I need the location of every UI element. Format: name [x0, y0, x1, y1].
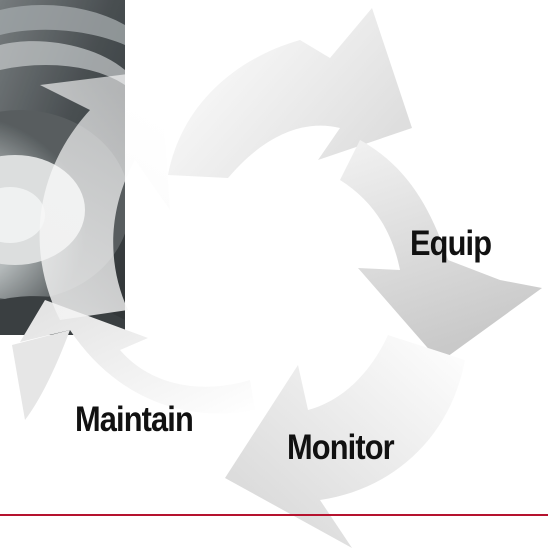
arrow-top: [168, 8, 412, 178]
label-equip: Equip: [410, 224, 492, 263]
arrow-up-left: [39, 70, 171, 320]
arrow-right: [340, 140, 542, 362]
label-maintain: Maintain: [75, 400, 194, 439]
label-monitor: Monitor: [287, 428, 395, 467]
bottom-rule: [0, 514, 548, 516]
arrow-left: [12, 300, 255, 420]
arrow-bottom: [225, 335, 465, 548]
